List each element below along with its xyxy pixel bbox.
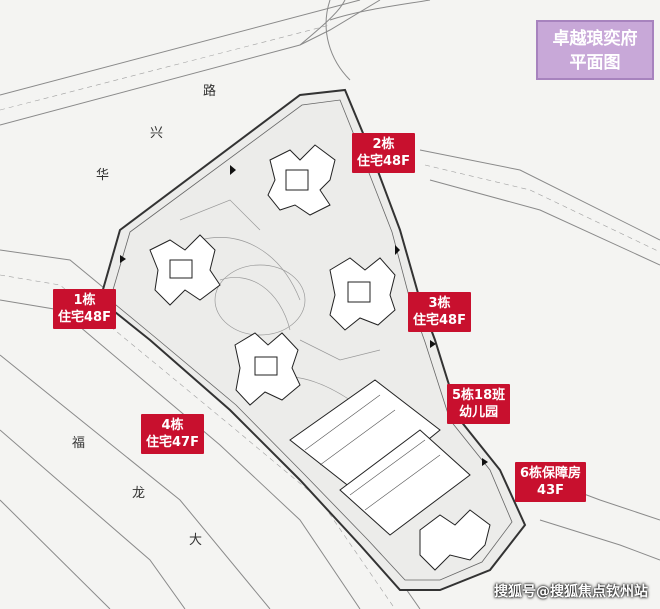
road-label-xing: 兴 xyxy=(150,126,164,141)
building-3-name: 3栋 xyxy=(428,296,451,311)
map-title-line1: 卓越琅奕府 xyxy=(552,29,638,49)
building-4-name: 4栋 xyxy=(161,418,184,433)
building-1-label: 1栋 住宅48F xyxy=(53,289,116,329)
building-5-label: 5栋18班 幼儿园 xyxy=(447,384,511,424)
building-1-name: 1栋 xyxy=(73,293,96,308)
building-5-footprint xyxy=(289,379,471,536)
building-3-detail: 住宅48F xyxy=(413,313,466,328)
road-label-hua: 华 xyxy=(96,168,110,183)
map-title-line2: 平面图 xyxy=(569,53,621,73)
building-6-footprint xyxy=(419,509,491,571)
road-label-lu: 路 xyxy=(203,84,217,99)
road-label-da: 大 xyxy=(189,533,203,548)
building-2-label: 2栋 住宅48F xyxy=(352,133,415,173)
building-4-label: 4栋 住宅47F xyxy=(141,414,204,454)
building-5-detail: 幼儿园 xyxy=(459,405,499,420)
road-label-long: 龙 xyxy=(132,486,146,501)
building-1-footprint xyxy=(149,234,221,306)
building-5-name: 5栋18班 xyxy=(452,388,506,403)
building-3-footprint xyxy=(329,257,396,331)
building-6-detail: 43F xyxy=(537,483,565,498)
building-1-detail: 住宅48F xyxy=(58,310,111,325)
map-title: 卓越琅奕府 平面图 xyxy=(536,20,654,80)
building-2-detail: 住宅48F xyxy=(357,154,410,169)
building-2-footprint xyxy=(267,144,336,216)
building-6-label: 6栋保障房 43F xyxy=(515,462,587,502)
building-3-label: 3栋 住宅48F xyxy=(408,292,471,332)
building-6-name: 6栋保障房 xyxy=(520,466,582,481)
road-label-fu: 福 xyxy=(72,436,86,451)
watermark: 搜狐号@搜狐焦点钦州站 xyxy=(494,584,648,600)
building-4-detail: 住宅47F xyxy=(146,435,199,450)
building-2-name: 2栋 xyxy=(372,137,395,152)
building-4-footprint xyxy=(234,332,301,406)
